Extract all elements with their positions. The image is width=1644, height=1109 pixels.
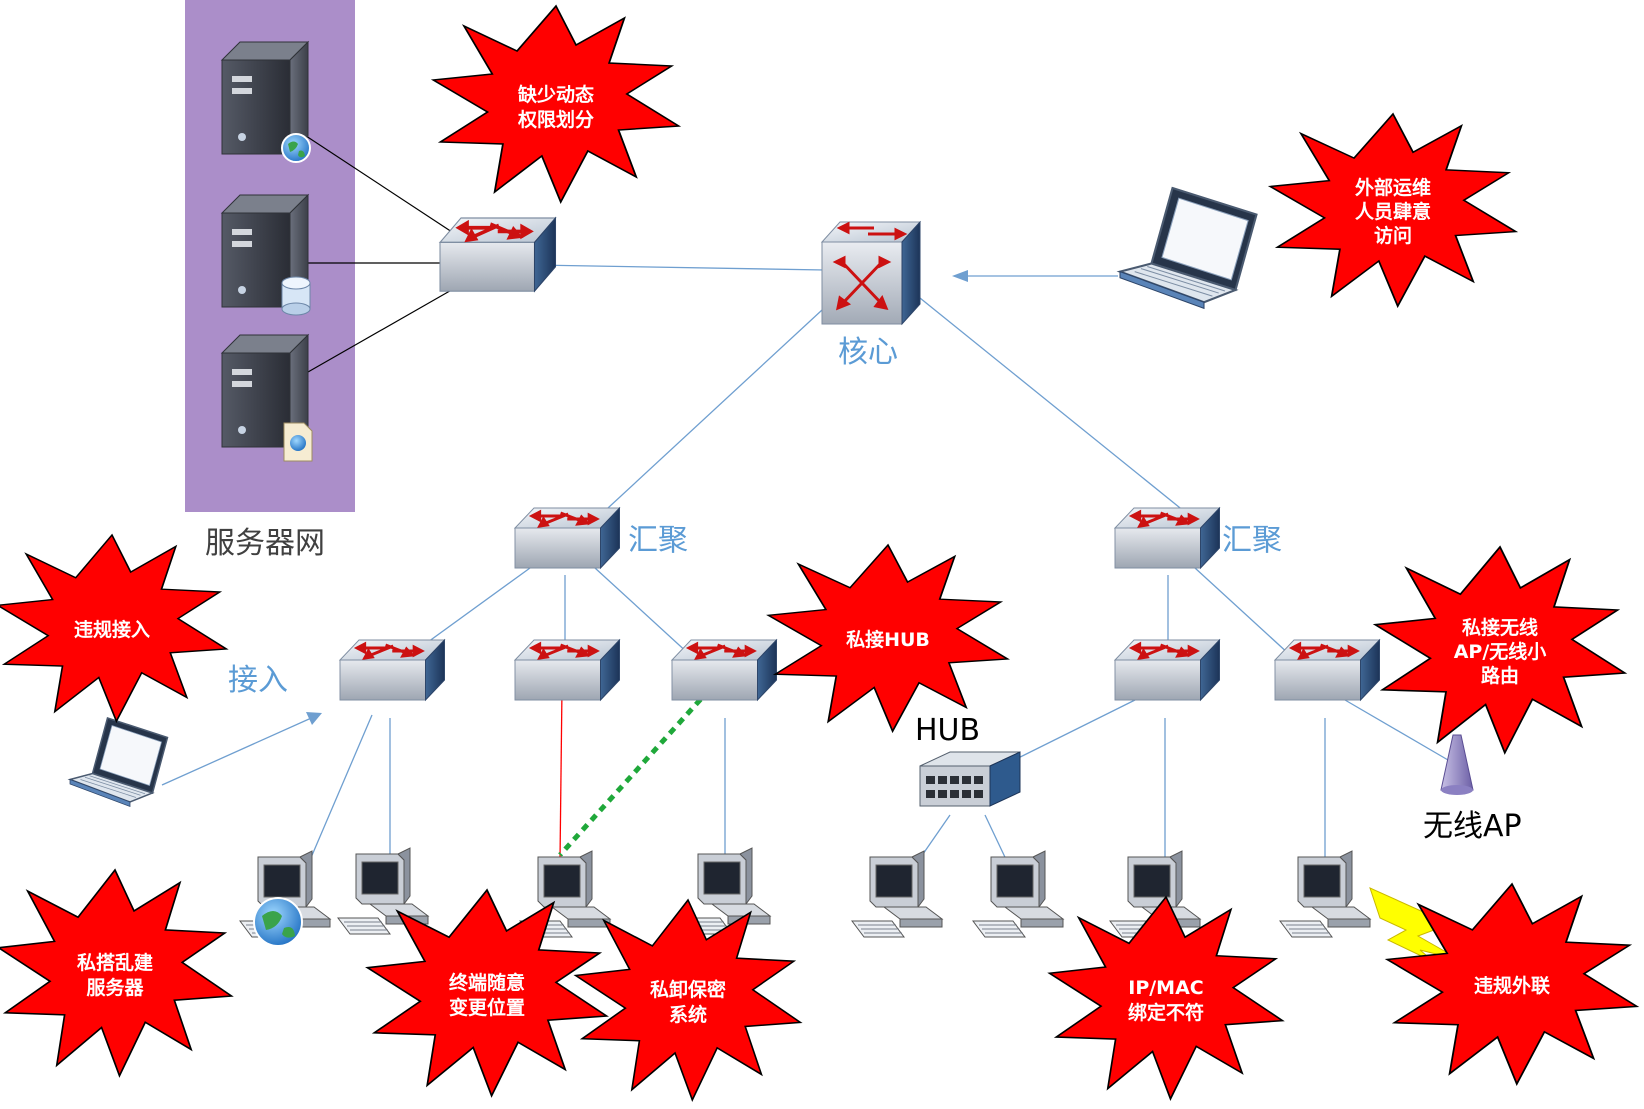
red-violation-link — [559, 687, 563, 861]
svg-text:私搭乱建: 私搭乱建 — [77, 951, 153, 974]
svg-text:私接无线: 私接无线 — [1462, 616, 1538, 639]
database-icon — [281, 276, 311, 316]
svg-text:服务器: 服务器 — [86, 976, 144, 999]
svg-text:路由: 路由 — [1481, 664, 1519, 687]
svg-text:访问: 访问 — [1374, 224, 1412, 247]
pc-hub-1 — [851, 850, 943, 938]
svg-text:终端随意: 终端随意 — [449, 971, 525, 994]
core-label: 核心 — [838, 335, 898, 370]
file-server — [221, 334, 313, 462]
database-server — [221, 194, 311, 316]
wireless-ap-label: 无线AP — [1423, 809, 1522, 844]
hub-label: HUB — [915, 713, 980, 748]
hub-device — [919, 751, 1021, 807]
core-switch — [820, 220, 922, 326]
threat-private-hub: 私接HUB — [767, 544, 1009, 733]
threat-external-ops: 外部运维 人员肆意 访问 — [1269, 113, 1517, 307]
access-switch-3 — [670, 638, 778, 702]
threat-uninstall-security: 私卸保密 系统 — [574, 899, 802, 1101]
dashed-moved-link — [558, 678, 720, 857]
wireless-ap-device — [1440, 734, 1474, 795]
svg-text:绑定不符: 绑定不符 — [1128, 1001, 1204, 1024]
svg-text:违规外联: 违规外联 — [1474, 974, 1550, 997]
svg-text:缺少动态: 缺少动态 — [518, 83, 594, 106]
svg-text:变更位置: 变更位置 — [449, 996, 525, 1019]
document-icon — [283, 422, 313, 462]
threat-private-wireless: 私接无线 AP/无线小 路由 — [1374, 546, 1626, 754]
svg-text:系统: 系统 — [669, 1003, 707, 1026]
svg-text:AP/无线小: AP/无线小 — [1454, 640, 1547, 663]
access-switch-2 — [513, 638, 621, 702]
svg-text:外部运维: 外部运维 — [1355, 176, 1431, 199]
pc-access-5 — [1279, 850, 1371, 938]
svg-text:私接HUB: 私接HUB — [846, 629, 930, 651]
server-switch — [438, 216, 558, 294]
svg-text:IP/MAC: IP/MAC — [1128, 977, 1204, 999]
access-label: 接入 — [228, 663, 288, 698]
threat-terminal-move: 终端随意 变更位置 — [366, 889, 608, 1097]
threat-illegal-external: 违规外联 — [1386, 883, 1638, 1085]
server-zone-label: 服务器网 — [205, 526, 325, 561]
arrow-heads — [306, 270, 968, 725]
access-switch-1 — [338, 638, 446, 702]
svg-text:权限划分: 权限划分 — [517, 108, 594, 131]
svg-text:违规接入: 违规接入 — [74, 618, 150, 641]
threat-ip-mac-mismatch: IP/MAC 绑定不符 — [1048, 896, 1284, 1100]
access-switch-4 — [1113, 638, 1221, 702]
svg-text:私卸保密: 私卸保密 — [650, 978, 726, 1001]
illegal-laptop — [69, 717, 169, 808]
agg-switch-right — [1113, 506, 1221, 570]
threat-illegal-access: 违规接入 — [0, 534, 228, 723]
web-server — [221, 41, 311, 163]
links — [161, 264, 1449, 881]
pc-hub-2 — [972, 850, 1064, 938]
external-laptop — [1118, 186, 1258, 310]
threat-private-server: 私搭乱建 服务器 — [0, 869, 233, 1077]
threat-missing-permissions: 缺少动态 权限划分 — [432, 5, 680, 203]
agg-switch-left — [513, 506, 621, 570]
private-server-globe-icon — [253, 897, 303, 947]
aggregation-left-label: 汇聚 — [628, 523, 688, 558]
aggregation-right-label: 汇聚 — [1222, 523, 1282, 558]
server-links — [299, 131, 456, 373]
svg-text:人员肆意: 人员肆意 — [1355, 200, 1431, 223]
access-switch-5 — [1273, 638, 1381, 702]
globe-icon — [281, 133, 311, 163]
